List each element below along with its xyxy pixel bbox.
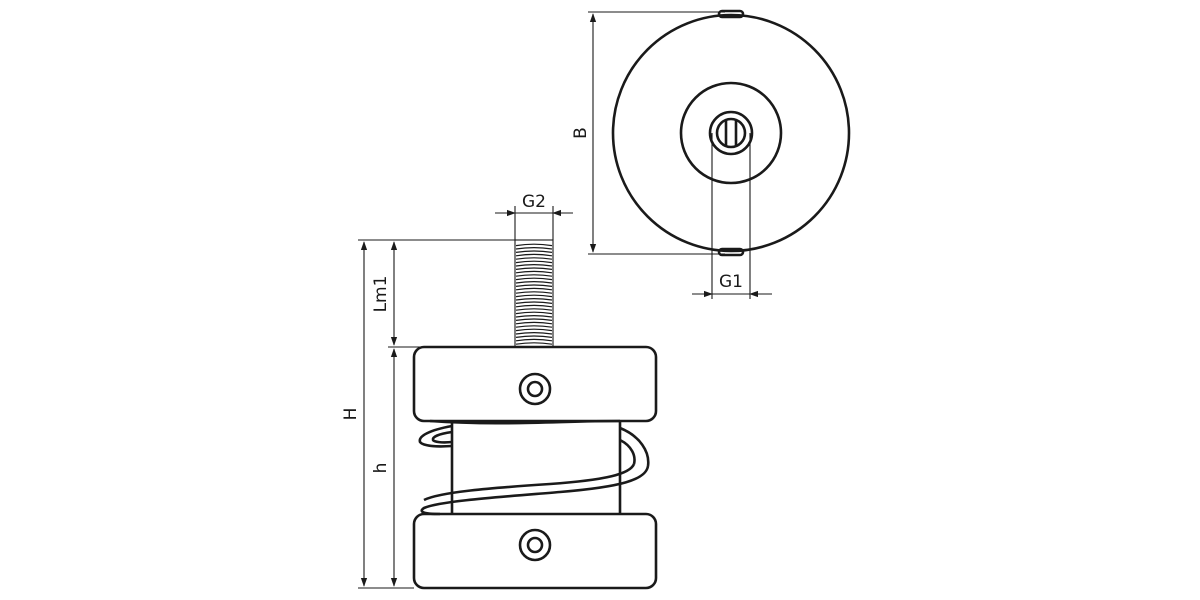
bottom-rim-mark (717, 247, 745, 257)
thread-line (515, 328, 553, 332)
outer-disc (611, 13, 851, 253)
thread-line (515, 277, 553, 281)
top-plate (412, 345, 658, 423)
thread-line (515, 335, 553, 338)
thread-line (515, 301, 553, 304)
thread-line (515, 294, 553, 298)
dimension-h-total: H (341, 241, 368, 587)
thread-line (515, 281, 553, 284)
dimension-g1: G1 (692, 133, 772, 299)
thread-line (515, 321, 553, 325)
thread-lines (515, 243, 553, 345)
side-view (412, 239, 658, 590)
dimension-lm1: Lm1 (371, 241, 398, 346)
thread-line (515, 250, 553, 253)
dim-label-h: h (371, 463, 391, 474)
thread-line (515, 247, 553, 250)
dimension-g2: G2 (495, 192, 573, 240)
thread-line (515, 270, 553, 274)
dim-label-g1: G1 (719, 272, 743, 292)
center-bore-inner (715, 117, 747, 149)
thread-line (515, 243, 553, 247)
thread-line (515, 311, 553, 315)
thread-line (515, 274, 553, 277)
bottom-plate (412, 512, 658, 590)
thread-line (515, 253, 553, 257)
thread-line (515, 338, 553, 342)
dim-label-lm1: Lm1 (371, 276, 391, 313)
dim-label-g2: G2 (522, 192, 546, 212)
thread-line (515, 284, 553, 287)
dimension-b: B (571, 11, 725, 255)
thread-line (515, 298, 553, 301)
thread-line (515, 308, 553, 311)
thread-line (515, 287, 553, 291)
thread-line (515, 257, 553, 260)
spring-assembly (418, 419, 650, 516)
thread-line (515, 260, 553, 264)
thread-line (515, 318, 553, 321)
top-bolt-head (518, 372, 552, 406)
dim-label-b: B (571, 127, 591, 139)
dimension-h: h (371, 348, 398, 587)
thread-line (515, 342, 553, 345)
thread-line (515, 291, 553, 294)
inner-boss (679, 81, 783, 185)
thread-line (515, 325, 553, 328)
thread-line (515, 315, 553, 318)
thread-line (515, 304, 553, 308)
dimensions: B G1 G2 H (341, 11, 772, 589)
thread-line (515, 264, 553, 267)
top-rim-mark (717, 9, 745, 19)
center-bore-outer (708, 110, 754, 156)
bottom-bolt-head (518, 528, 552, 562)
threaded-stud (514, 239, 554, 348)
top-view (611, 9, 851, 257)
thread-line (515, 332, 553, 335)
thread-line (515, 267, 553, 270)
dim-label-h-total: H (341, 408, 361, 421)
